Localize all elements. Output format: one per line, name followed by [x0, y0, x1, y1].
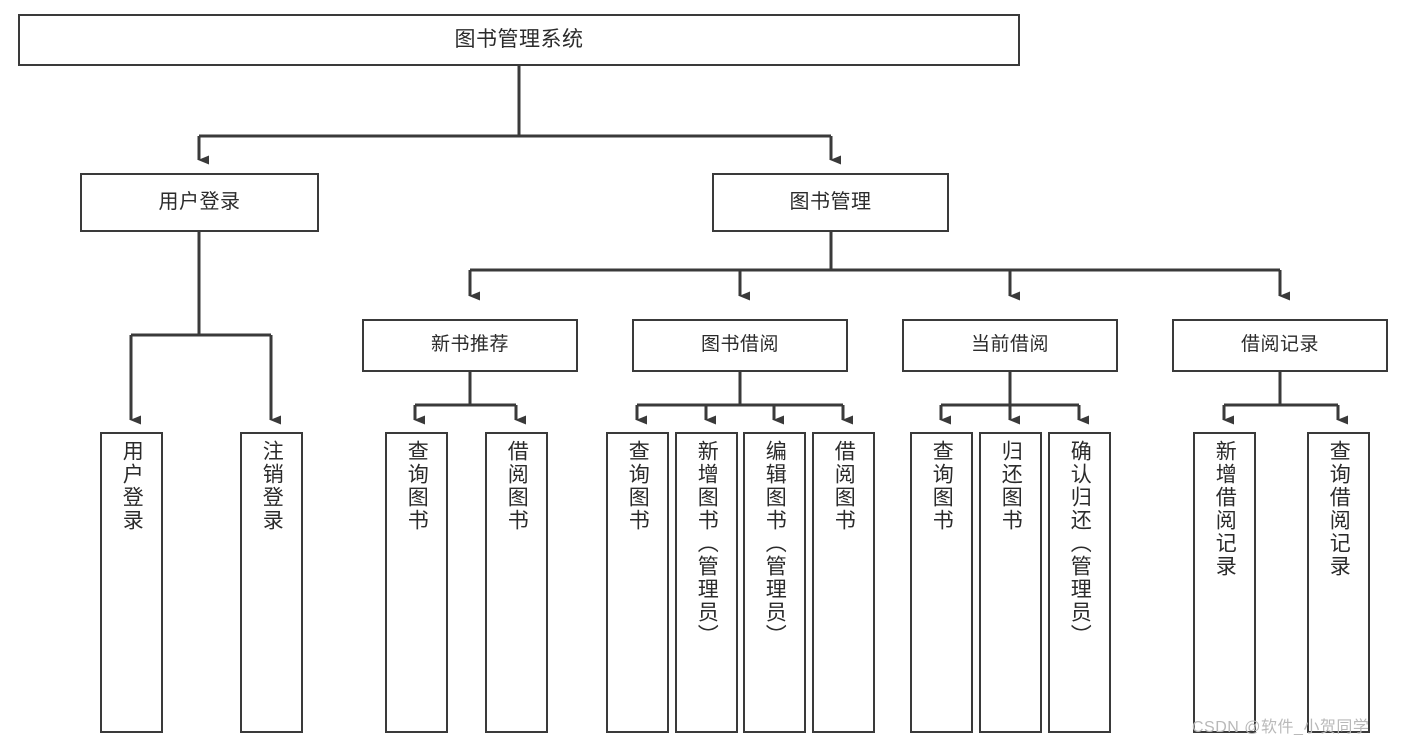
node-book-borrow-label: 图书借阅 — [700, 334, 779, 356]
node-leaf-query-book-borrow-label: 查询图书 — [626, 440, 650, 532]
node-new-book-recommend-label: 新书推荐 — [430, 334, 509, 356]
node-leaf-logout-label: 注销登录 — [260, 440, 284, 532]
node-user-login[interactable]: 用户登录 — [80, 173, 319, 232]
node-leaf-query-book-current-label: 查询图书 — [930, 440, 954, 532]
node-current-borrow-label: 当前借阅 — [970, 334, 1049, 356]
node-leaf-borrow-book-recommend-label: 借阅图书 — [505, 440, 529, 532]
node-leaf-borrow-book[interactable]: 借阅图书 — [812, 432, 875, 733]
node-leaf-edit-book[interactable]: 编辑图书（管理员） — [743, 432, 806, 733]
node-leaf-borrow-book-recommend[interactable]: 借阅图书 — [485, 432, 548, 733]
node-leaf-confirm-return[interactable]: 确认归还（管理员） — [1048, 432, 1111, 733]
node-leaf-edit-book-label: 编辑图书（管理员） — [763, 440, 787, 647]
node-leaf-add-borrow-record-label: 新增借阅记录 — [1213, 440, 1237, 578]
node-leaf-borrow-book-label: 借阅图书 — [832, 440, 856, 532]
node-leaf-query-book-current[interactable]: 查询图书 — [910, 432, 973, 733]
node-book-manage[interactable]: 图书管理 — [712, 173, 949, 232]
node-leaf-return-book-label: 归还图书 — [999, 440, 1023, 532]
node-leaf-add-borrow-record[interactable]: 新增借阅记录 — [1193, 432, 1256, 733]
node-new-book-recommend[interactable]: 新书推荐 — [362, 319, 578, 372]
node-leaf-logout[interactable]: 注销登录 — [240, 432, 303, 733]
node-leaf-add-book[interactable]: 新增图书（管理员） — [675, 432, 738, 733]
node-borrow-record[interactable]: 借阅记录 — [1172, 319, 1388, 372]
node-leaf-add-book-label: 新增图书（管理员） — [695, 440, 719, 647]
node-leaf-confirm-return-label: 确认归还（管理员） — [1068, 440, 1092, 647]
watermark-csdn: CSDN @软件_小贺同学 — [1192, 719, 1370, 736]
node-leaf-query-borrow-record-label: 查询借阅记录 — [1327, 440, 1351, 578]
node-book-manage-label: 图书管理 — [789, 190, 872, 213]
node-book-borrow[interactable]: 图书借阅 — [632, 319, 848, 372]
node-borrow-record-label: 借阅记录 — [1240, 334, 1319, 356]
node-root-label: 图书管理系统 — [454, 27, 584, 51]
node-leaf-query-borrow-record[interactable]: 查询借阅记录 — [1307, 432, 1370, 733]
node-leaf-user-login[interactable]: 用户登录 — [100, 432, 163, 733]
node-root-system[interactable]: 图书管理系统 — [18, 14, 1020, 66]
node-leaf-query-book-recommend-label: 查询图书 — [405, 440, 429, 532]
node-leaf-query-book-borrow[interactable]: 查询图书 — [606, 432, 669, 733]
node-current-borrow[interactable]: 当前借阅 — [902, 319, 1118, 372]
node-leaf-query-book-recommend[interactable]: 查询图书 — [385, 432, 448, 733]
node-user-login-label: 用户登录 — [158, 190, 241, 213]
node-leaf-user-login-label: 用户登录 — [120, 440, 144, 532]
node-leaf-return-book[interactable]: 归还图书 — [979, 432, 1042, 733]
